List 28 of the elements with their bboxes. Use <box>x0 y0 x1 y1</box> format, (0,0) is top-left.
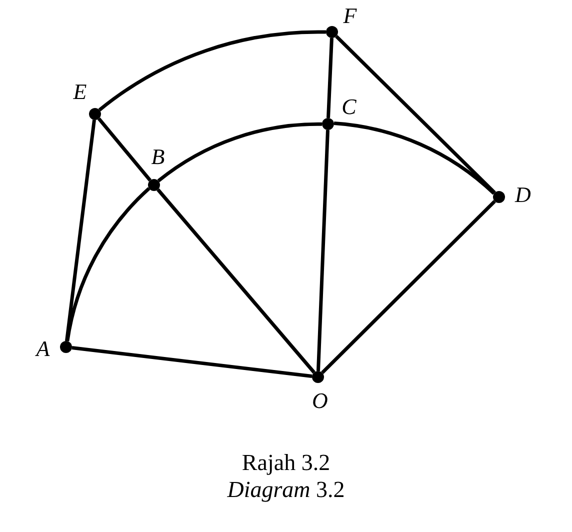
line-segment <box>321 200 496 374</box>
arc <box>98 30 326 112</box>
point-label: E <box>73 81 87 103</box>
point-label: O <box>312 390 328 412</box>
point-label: C <box>342 96 356 118</box>
point-dot <box>60 341 72 353</box>
point-dot <box>326 26 338 38</box>
line-segment <box>97 118 152 182</box>
line-segment <box>326 38 334 118</box>
point-label: A <box>36 338 50 360</box>
point-dot <box>89 108 101 120</box>
point-dot <box>493 191 505 203</box>
line-segment <box>335 34 496 194</box>
point-label: F <box>343 5 357 27</box>
line-segment <box>72 346 312 378</box>
arc <box>157 122 322 182</box>
line-segment <box>65 120 96 342</box>
line-segment <box>156 188 316 374</box>
point-dot <box>148 179 160 191</box>
point-label: B <box>151 146 165 168</box>
arc <box>334 122 496 195</box>
caption: Diagram 3.2 <box>226 477 346 502</box>
arc <box>66 187 150 342</box>
caption: Rajah 3.2 <box>240 450 332 476</box>
point-dot <box>312 371 324 383</box>
point-label: D <box>515 184 531 206</box>
point-dot <box>322 118 334 130</box>
line-segment <box>316 130 330 372</box>
